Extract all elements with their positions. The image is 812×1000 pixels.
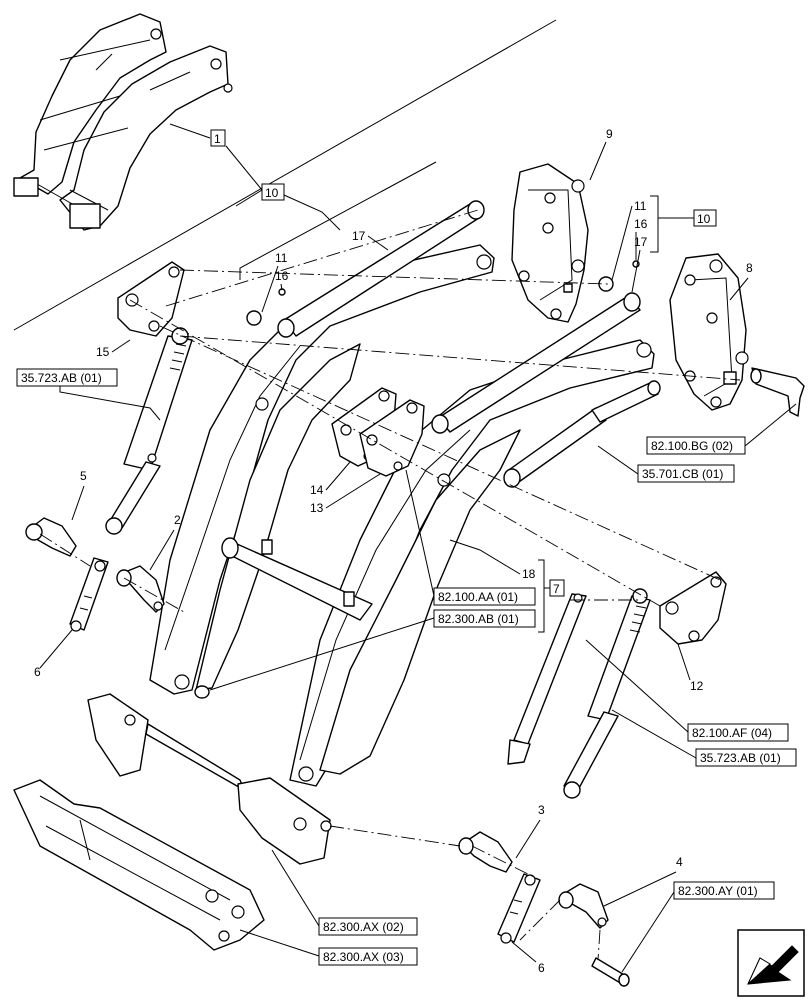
pin-82300ay bbox=[591, 957, 630, 987]
mount-bracket-82300ax02 bbox=[87, 693, 332, 865]
plate-13 bbox=[359, 399, 425, 477]
ref-82100af: 82.100.AF (04) bbox=[585, 639, 789, 742]
ref-35701cb: 35.701.CB (01) bbox=[597, 445, 735, 483]
link-2 bbox=[116, 565, 165, 613]
ref-82300ab: 82.300.AB (01) bbox=[209, 609, 536, 691]
svg-text:82.300.AX (03): 82.300.AX (03) bbox=[323, 950, 404, 964]
callout-2: 2 bbox=[174, 513, 181, 527]
ref-35723ab-right: 35.723.AB (01) bbox=[611, 709, 797, 767]
callout-16-right: 16 bbox=[634, 217, 648, 231]
callout-17-left: 17 bbox=[352, 229, 366, 243]
callout-5: 5 bbox=[80, 469, 87, 483]
callout-14: 14 bbox=[310, 483, 324, 497]
callout-6-right: 6 bbox=[538, 961, 545, 975]
callout-3: 3 bbox=[538, 803, 545, 817]
callout-1-box bbox=[210, 129, 226, 147]
ref-82100bg: 82.100.BG (02) bbox=[646, 403, 797, 455]
bracket-9 bbox=[511, 163, 589, 323]
callout-7: 7 bbox=[553, 582, 560, 596]
svg-text:35.701.CB (01): 35.701.CB (01) bbox=[642, 467, 723, 481]
callout-9: 9 bbox=[606, 127, 613, 141]
loader-frame-left-arm bbox=[149, 244, 495, 695]
callout-1: 1 bbox=[214, 132, 221, 146]
callout-6-left: 6 bbox=[34, 665, 41, 679]
pin-82100bg bbox=[750, 367, 805, 417]
section-divider bbox=[13, 19, 557, 331]
link-4 bbox=[558, 883, 609, 929]
svg-text:35.723.AB (01): 35.723.AB (01) bbox=[21, 371, 102, 385]
link-6-left bbox=[69, 557, 109, 632]
cross-tube bbox=[221, 537, 373, 621]
upper-pin-tube-17 bbox=[277, 200, 485, 338]
link-5 bbox=[25, 517, 77, 557]
ref-82300ax03: 82.300.AX (03) bbox=[239, 929, 418, 966]
link-6-right bbox=[497, 873, 541, 944]
cylinder-35701cb bbox=[503, 380, 661, 488]
plate-12 bbox=[659, 571, 727, 645]
callout-12: 12 bbox=[690, 679, 704, 693]
svg-text:82.100.BG (02): 82.100.BG (02) bbox=[651, 439, 733, 453]
callout-10-box bbox=[261, 183, 285, 201]
loader-frame-right-arm bbox=[289, 339, 655, 787]
ref-35723ab-left: 35.723.AB (01) bbox=[16, 368, 161, 421]
svg-text:82.100.AF (04): 82.100.AF (04) bbox=[692, 726, 772, 740]
pin-82300ab bbox=[194, 685, 210, 699]
callout-13: 13 bbox=[310, 501, 324, 515]
callout-11-left: 11 bbox=[275, 251, 288, 265]
callout-10-right: 10 bbox=[697, 212, 711, 226]
ref-82300ay: 82.300.AY (01) bbox=[621, 881, 775, 973]
callout-10: 10 bbox=[265, 186, 279, 200]
bracket-8 bbox=[669, 253, 749, 411]
callout-8: 8 bbox=[746, 261, 753, 275]
svg-text:82.300.AB (01): 82.300.AB (01) bbox=[438, 612, 519, 626]
cylinder-right bbox=[563, 588, 651, 799]
callout-16-left: 16 bbox=[275, 269, 289, 283]
svg-text:82.300.AX (02): 82.300.AX (02) bbox=[323, 920, 404, 934]
callout-17-right: 17 bbox=[634, 235, 648, 249]
callout-18: 18 bbox=[522, 567, 536, 581]
svg-text:82.300.AY (01): 82.300.AY (01) bbox=[678, 884, 758, 898]
svg-text:35.723.AB (01): 35.723.AB (01) bbox=[700, 751, 781, 765]
ref-82100aa: 82.100.AA (01) bbox=[405, 469, 536, 606]
link-3 bbox=[458, 831, 513, 873]
callout-4: 4 bbox=[676, 855, 683, 869]
bushing-11-left bbox=[246, 310, 262, 326]
centerlines bbox=[39, 209, 741, 961]
plate-15 bbox=[117, 261, 185, 337]
svg-text:82.100.AA (01): 82.100.AA (01) bbox=[438, 590, 518, 604]
link-rod-82100af bbox=[507, 593, 587, 765]
callout-15: 15 bbox=[96, 345, 110, 359]
cylinder-left bbox=[105, 327, 193, 535]
arrow-nav-icon[interactable] bbox=[737, 929, 805, 997]
mount-bracket-82300ax03 bbox=[13, 779, 265, 951]
callout-11-right: 11 bbox=[634, 199, 647, 213]
ref-82300ax02: 82.300.AX (02) bbox=[271, 849, 418, 936]
loader-overview bbox=[13, 13, 233, 231]
